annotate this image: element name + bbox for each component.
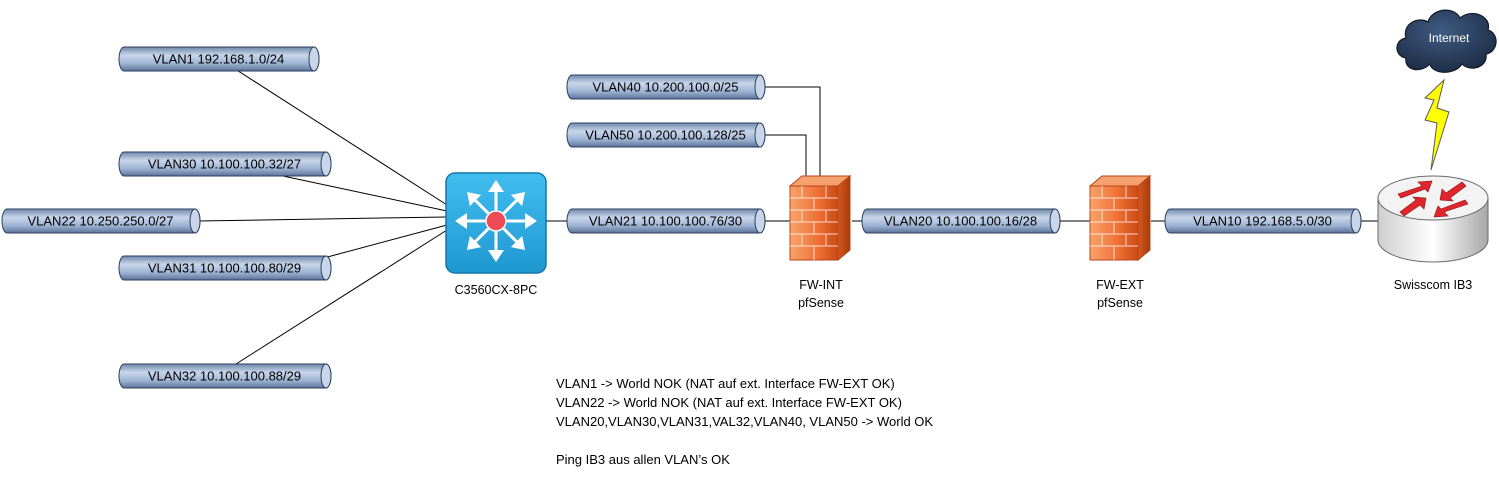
note-line: VLAN22 -> World NOK (NAT auf ext. Interf… [556, 395, 902, 410]
vlan-pipe-vlan22[interactable]: VLAN22 10.250.250.0/27 [1, 208, 201, 234]
vlan-pipe-label: VLAN31 10.100.100.80/29 [148, 261, 301, 276]
connection-lines [197, 66, 1380, 365]
router-icon[interactable] [1377, 175, 1489, 263]
cloud-icon[interactable] [1396, 9, 1497, 73]
firewall-icon[interactable] [1088, 174, 1152, 262]
vlan-pipe-label: VLAN20 10.100.100.16/28 [884, 214, 1037, 229]
note-line: VLAN1 -> World NOK (NAT auf ext. Interfa… [556, 376, 895, 391]
link-vlan50-fwint [763, 134, 807, 186]
vlan-pipe-vlan1[interactable]: VLAN1 192.168.1.0/24 [118, 46, 320, 72]
vlan-pipe-vlan31[interactable]: VLAN31 10.100.100.80/29 [118, 255, 332, 281]
link-vlan22 [197, 216, 448, 222]
vlan-pipe-label: VLAN10 192.168.5.0/30 [1193, 214, 1332, 229]
vlan-pipe-vlan21[interactable]: VLAN21 10.100.100.76/30 [566, 208, 766, 234]
vlan-pipe-label: VLAN1 192.168.1.0/24 [153, 52, 285, 67]
vlan-pipe-vlan32[interactable]: VLAN32 10.100.100.88/29 [118, 363, 332, 389]
vlan-pipe-vlan20[interactable]: VLAN20 10.100.100.16/28 [861, 208, 1061, 234]
note-line [556, 431, 1116, 450]
fw-ext-type: pfSense [1097, 296, 1143, 310]
link-vlan40-fwint [763, 86, 821, 178]
vlan-pipe-vlan40[interactable]: VLAN40 10.200.100.0/25 [566, 74, 766, 100]
fw-ext-name: FW-EXT [1096, 278, 1144, 292]
fw-int-name: FW-INT [799, 278, 843, 292]
vlan-pipe-label: VLAN50 10.200.100.128/25 [585, 128, 745, 143]
cloud-label: Internet [1429, 31, 1470, 45]
note-line: VLAN20,VLAN30,VLAN31,VAL32,VLAN40, VLAN5… [556, 414, 934, 429]
router-label: Swisscom IB3 [1394, 278, 1473, 292]
vlan-pipe-vlan10[interactable]: VLAN10 192.168.5.0/30 [1164, 208, 1362, 234]
link-vlan1 [231, 66, 448, 206]
vlan-pipe-label: VLAN30 10.100.100.32/27 [148, 157, 301, 172]
fw-int-type: pfSense [798, 296, 844, 310]
link-vlan30 [282, 175, 448, 212]
layer3-switch-icon[interactable] [445, 172, 547, 274]
vlan-pipe-vlan50[interactable]: VLAN50 10.200.100.128/25 [566, 122, 766, 148]
vlan-pipe-label: VLAN32 10.100.100.88/29 [148, 369, 301, 384]
firewall-icon[interactable] [788, 174, 852, 262]
vlan-pipe-vlan30[interactable]: VLAN30 10.100.100.32/27 [118, 151, 332, 177]
link-vlan31 [304, 224, 448, 264]
switch-label: C3560CX-8PC [455, 283, 538, 297]
notes-block: VLAN1 -> World NOK (NAT auf ext. Interfa… [556, 374, 1116, 469]
note-line: Ping IB3 aus allen VLAN’s OK [556, 452, 730, 467]
lightning-icon [1423, 78, 1450, 171]
vlan-pipe-label: VLAN40 10.200.100.0/25 [592, 80, 738, 95]
vlan-pipe-label: VLAN21 10.100.100.76/30 [589, 214, 742, 229]
vlan-pipe-label: VLAN22 10.250.250.0/27 [27, 214, 173, 229]
link-vlan32 [235, 229, 448, 365]
